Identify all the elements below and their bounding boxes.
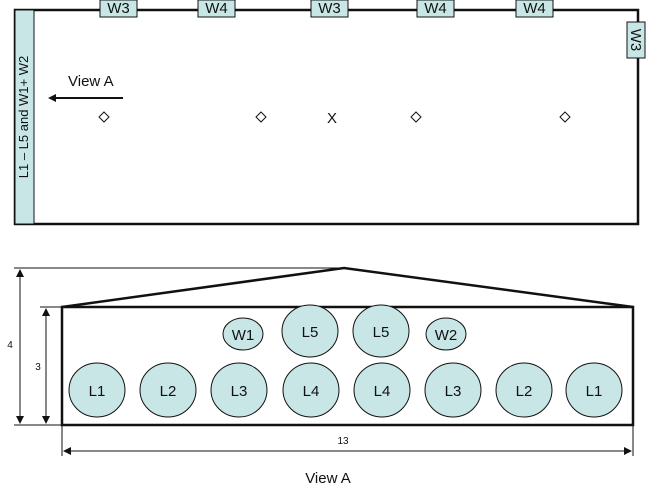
- section-outline: [60, 305, 635, 427]
- top-window-2: W4: [197, 0, 236, 18]
- tube-l5-left-label: L5: [302, 324, 319, 341]
- top-window-1-label: W3: [107, 0, 130, 17]
- tube-bottom-1: [68, 362, 126, 418]
- tube-bottom-4: [282, 362, 340, 418]
- tube-bottom-1-label: L1: [89, 383, 106, 400]
- tube-l5-right: [352, 304, 410, 358]
- tube-w2: [425, 317, 467, 351]
- dim-width-label: 13: [337, 436, 349, 447]
- dim-width: 13: [61, 425, 634, 456]
- section-caption: View A: [305, 470, 351, 487]
- dim-total-height: 4: [7, 267, 344, 426]
- tube-bottom-7-label: L2: [516, 383, 533, 400]
- side-window: W3: [626, 21, 646, 59]
- top-window-1: W3: [99, 0, 138, 18]
- section-view: W1 L5 L5 W2 L1 L2 L3 L4 L4 L3 L2 L1 4: [7, 266, 635, 487]
- tube-bottom-2: [139, 362, 197, 418]
- top-window-5: W4: [515, 0, 554, 18]
- roof-outline: [61, 266, 634, 309]
- tube-bottom-3-label: L3: [231, 383, 248, 400]
- left-panel-label: L1 – L5 and W1+ W2: [16, 56, 31, 179]
- tube-bottom-6: [424, 362, 482, 418]
- top-window-3-label: W3: [318, 0, 341, 17]
- tube-l5-right-label: L5: [373, 324, 390, 341]
- top-window-5-label: W4: [523, 0, 546, 17]
- tube-bottom-5: [353, 362, 411, 418]
- tube-w1: [222, 317, 264, 351]
- top-window-3: W3: [310, 0, 349, 18]
- tube-bottom-5-label: L4: [374, 383, 391, 400]
- vent-4: [559, 111, 571, 123]
- dim-wall-height: 3: [35, 306, 62, 424]
- dim-total-height-label: 4: [7, 340, 13, 351]
- tube-w1-label: W1: [232, 327, 255, 344]
- side-window-label: W3: [627, 29, 644, 52]
- center-mark: X: [327, 110, 337, 127]
- dim-wall-height-label: 3: [35, 362, 41, 373]
- vent-2: [255, 111, 267, 123]
- tube-bottom-7: [495, 362, 553, 418]
- left-panel: [14, 9, 35, 225]
- tube-bottom-2-label: L2: [160, 383, 177, 400]
- tube-bottom-6-label: L3: [445, 383, 462, 400]
- vent-3: [410, 111, 422, 123]
- vent-1: [98, 111, 110, 123]
- top-view: L1 – L5 and W1+ W2 W3 W4 W3 W4 W4 W3: [13, 0, 646, 226]
- tube-bottom-4-label: L4: [303, 383, 320, 400]
- top-window-4: W4: [416, 0, 455, 18]
- tube-bottom-8: [565, 362, 623, 418]
- tube-bottom-8-label: L1: [586, 383, 603, 400]
- top-window-4-label: W4: [424, 0, 447, 17]
- tube-w2-label: W2: [435, 327, 458, 344]
- top-window-2-label: W4: [205, 0, 228, 17]
- tube-bottom-3: [210, 362, 268, 418]
- tube-l5-left: [281, 304, 339, 358]
- view-arrow-label: View A: [68, 73, 114, 90]
